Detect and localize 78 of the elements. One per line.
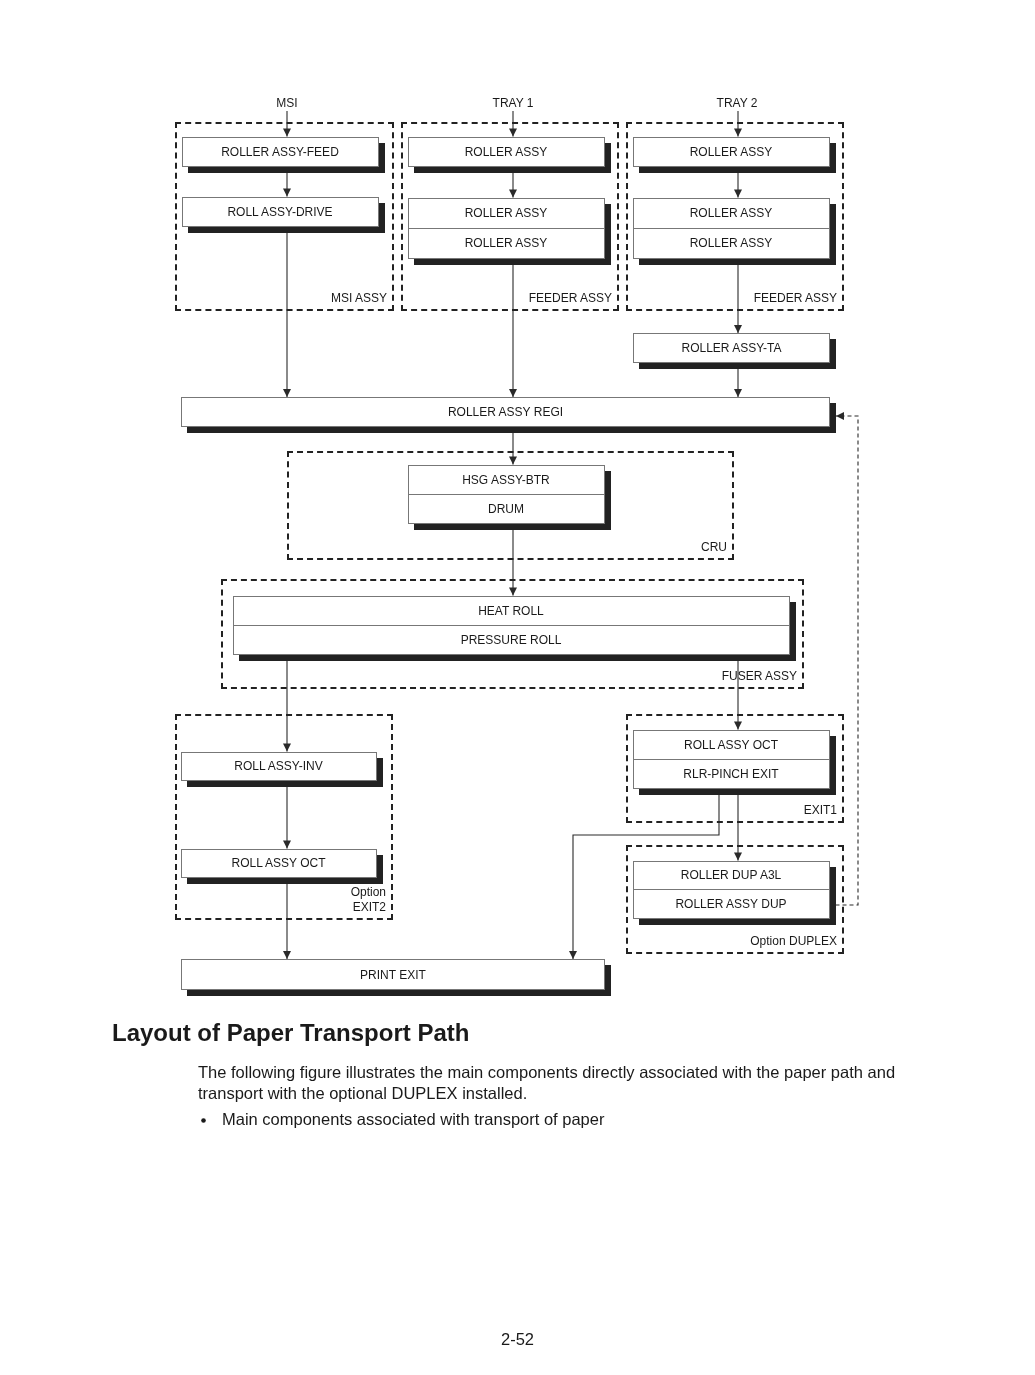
group-label: MSI ASSY bbox=[330, 291, 387, 306]
arrow bbox=[734, 110, 742, 138]
arrow bbox=[509, 110, 517, 138]
dashed-arrow bbox=[834, 412, 859, 906]
arrow bbox=[569, 793, 720, 960]
component-box bbox=[407, 136, 611, 173]
part-label: HSG ASSY-BTR bbox=[462, 472, 550, 487]
part-label: ROLL ASSY OCT bbox=[683, 737, 778, 752]
component-box bbox=[181, 959, 611, 996]
assembly-frame bbox=[401, 122, 619, 311]
arrow bbox=[509, 432, 517, 466]
group-label: FUSER ASSY bbox=[721, 669, 797, 684]
component-box bbox=[632, 197, 836, 265]
part-label: ROLLER ASSY bbox=[689, 236, 773, 250]
arrow bbox=[283, 110, 291, 138]
arrow bbox=[734, 171, 742, 199]
group-label: EXIT1 bbox=[803, 803, 837, 818]
component-box bbox=[181, 397, 836, 433]
part-label: DRUM bbox=[488, 501, 524, 516]
assembly-frame bbox=[287, 451, 734, 560]
component-box bbox=[632, 136, 836, 173]
component-box bbox=[180, 751, 383, 787]
part-label: RLR-PINCH EXIT bbox=[683, 766, 779, 781]
part-label: ROLLER ASSY REGI bbox=[447, 405, 564, 419]
component-box bbox=[407, 464, 611, 530]
group-label: Option DUPLEX bbox=[750, 934, 837, 949]
arrow bbox=[734, 263, 742, 334]
section-heading: Layout of Paper Transport Path bbox=[112, 1019, 470, 1047]
arrow bbox=[734, 368, 742, 398]
part-label: PRESSURE ROLL bbox=[460, 632, 562, 647]
component-box bbox=[407, 197, 611, 265]
part-label: ROLL ASSY-INV bbox=[234, 759, 323, 773]
arrow bbox=[509, 171, 517, 199]
group-label: FEEDER ASSY bbox=[753, 291, 837, 306]
component-box bbox=[180, 848, 383, 884]
assembly-frame bbox=[175, 122, 394, 311]
component-box bbox=[633, 333, 836, 369]
bullet-item-text: Main components associated with transport of paper bbox=[222, 1109, 605, 1130]
source-label: MSI bbox=[262, 95, 312, 111]
group-label: FEEDER ASSY bbox=[528, 291, 612, 306]
arrow bbox=[283, 659, 291, 753]
source-label: TRAY 2 bbox=[702, 95, 772, 111]
part-label: HEAT ROLL bbox=[478, 603, 544, 618]
page-number: 2-52 bbox=[500, 1329, 535, 1350]
component-box bbox=[181, 136, 385, 173]
component-box bbox=[181, 196, 385, 233]
arrow bbox=[283, 231, 291, 398]
assembly-frame bbox=[626, 122, 844, 311]
assembly-frame bbox=[626, 714, 844, 823]
part-label: ROLLER ASSY DUP bbox=[675, 896, 787, 911]
part-label: ROLLER ASSY bbox=[464, 144, 548, 159]
arrow bbox=[509, 528, 517, 597]
part-label: ROLLER ASSY-TA bbox=[681, 341, 782, 355]
arrow bbox=[283, 785, 291, 850]
arrow bbox=[734, 793, 742, 862]
group-label: CRU bbox=[701, 540, 727, 555]
part-label: PRINT EXIT bbox=[360, 967, 426, 982]
arrow bbox=[509, 263, 517, 398]
assembly-frame bbox=[175, 714, 393, 920]
arrow bbox=[283, 882, 291, 960]
component-box bbox=[632, 860, 836, 925]
part-label: ROLL ASSY-DRIVE bbox=[227, 204, 333, 219]
arrow bbox=[734, 659, 742, 731]
part-label: ROLLER ASSY bbox=[689, 144, 773, 159]
source-label: TRAY 1 bbox=[478, 95, 548, 111]
part-label: ROLLER ASSY bbox=[464, 236, 548, 250]
arrow bbox=[283, 171, 291, 198]
body-text: The following figure illustrates the main components directly associated with the paper path and transport with the optional DUPLEX installed. bbox=[198, 1062, 897, 1104]
component-box bbox=[632, 729, 836, 795]
part-label: ROLLER ASSY bbox=[689, 206, 773, 220]
part-label: ROLLER ASSY-FEED bbox=[221, 144, 339, 159]
component-box bbox=[232, 595, 796, 661]
part-label: ROLL ASSY OCT bbox=[231, 856, 326, 870]
part-label: ROLLER DUP A3L bbox=[680, 868, 782, 883]
group-label: Option EXIT2 bbox=[349, 885, 386, 915]
assembly-frame bbox=[221, 579, 804, 689]
assembly-frame bbox=[626, 845, 844, 954]
part-label: ROLLER ASSY bbox=[464, 206, 548, 220]
